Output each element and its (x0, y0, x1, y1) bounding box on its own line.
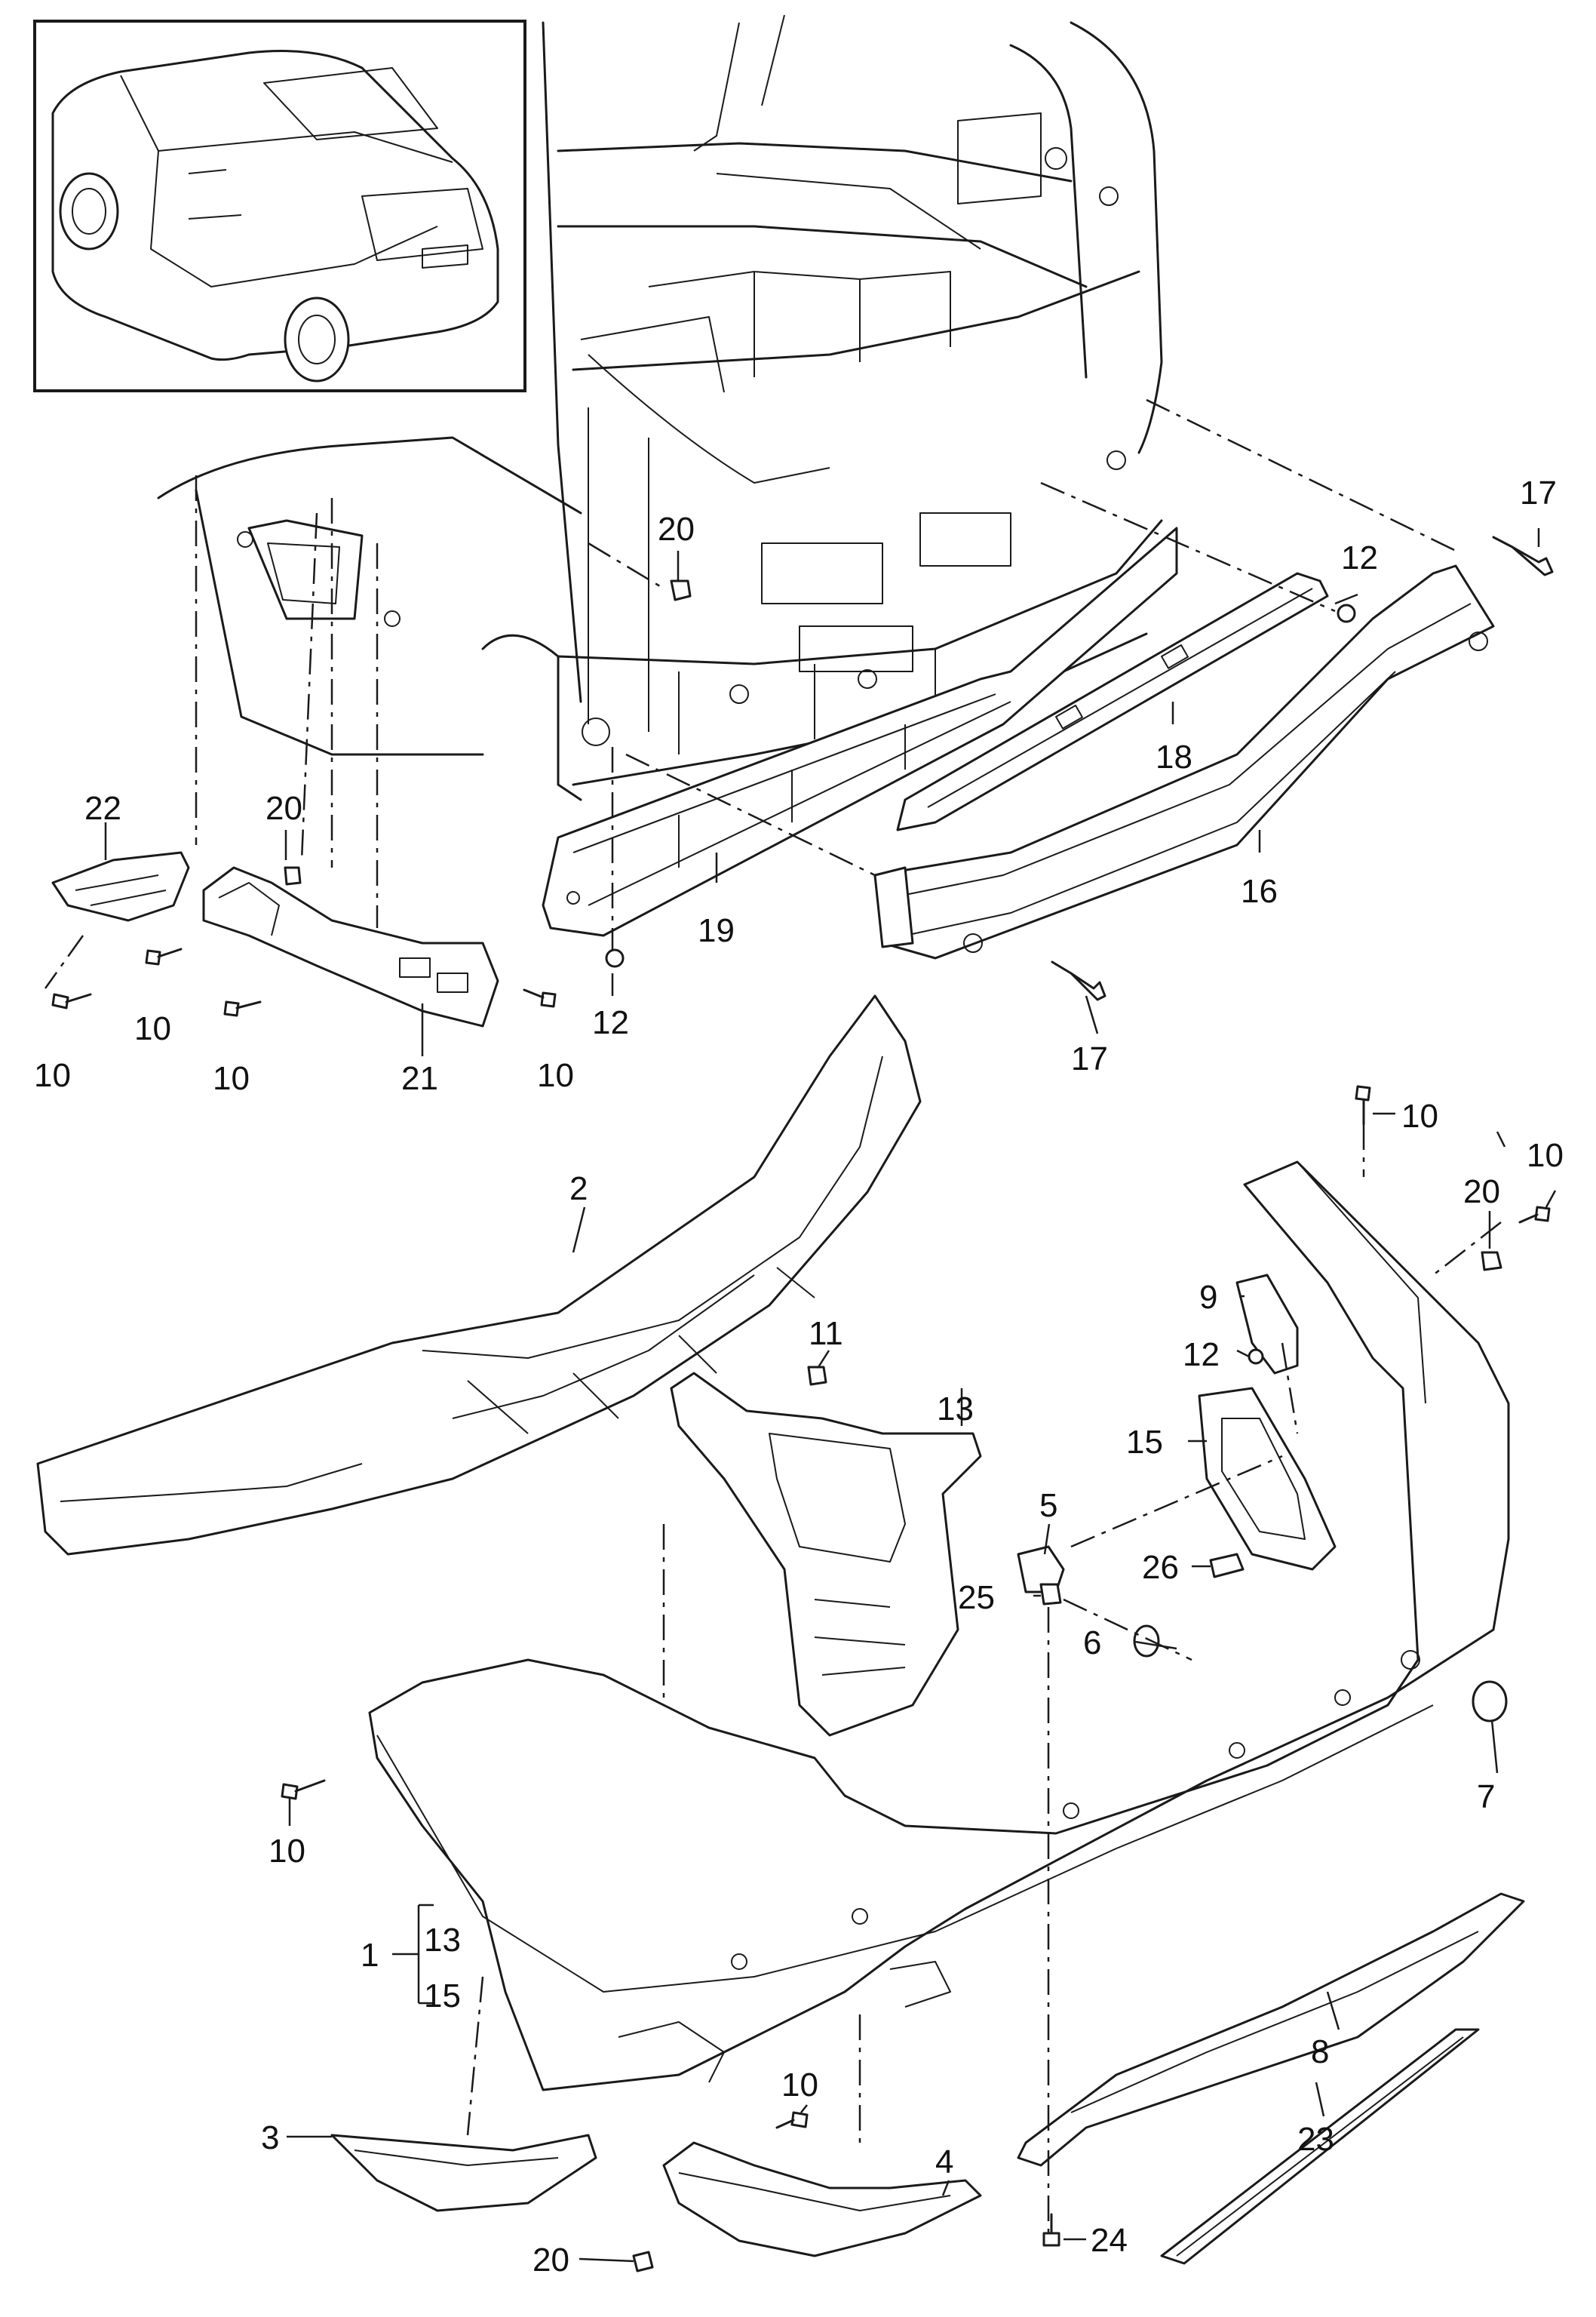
callout-10: 10 (34, 1057, 71, 1094)
callout-26: 26 (1142, 1549, 1179, 1586)
callout-17: 17 (1520, 475, 1557, 512)
callout-10: 10 (537, 1057, 574, 1094)
callout-2: 2 (569, 1170, 588, 1207)
callout-8: 8 (1311, 2033, 1329, 2070)
part-3-reflector (330, 2134, 597, 2212)
callout-13: 13 (937, 1391, 974, 1427)
callout-24: 24 (1091, 2222, 1128, 2259)
callout-21: 21 (401, 1060, 438, 1097)
callout-17: 17 (1071, 1040, 1108, 1077)
callout-10: 10 (269, 1833, 305, 1870)
callout-18: 18 (1156, 739, 1192, 776)
callout-12: 12 (1341, 539, 1378, 576)
part-18-mounting-bracket (896, 572, 1329, 831)
part-15-trim-frame (1198, 1387, 1337, 1571)
callout-11: 11 (809, 1315, 843, 1352)
callout-4: 4 (935, 2143, 953, 2180)
callout-19: 19 (698, 912, 735, 949)
part-5-sensor-holder (1017, 1545, 1065, 1593)
callout-20: 20 (533, 2242, 569, 2279)
callout-5: 5 (1039, 1487, 1057, 1524)
rear-body-structure (542, 14, 1163, 732)
alignment-lines (44, 398, 1502, 2233)
callout-10: 10 (781, 2067, 818, 2103)
part-8-diffuser (1017, 1892, 1525, 2167)
callout-3: 3 (261, 2119, 279, 2156)
callout-25: 25 (958, 1579, 995, 1616)
callout-12: 12 (592, 1004, 629, 1041)
callout-labels: 17 20 12 18 16 19 22 20 12 17 10 10 10 2… (34, 475, 1564, 2279)
callout-15: 15 (1126, 1424, 1163, 1461)
part-9-clip (1235, 1274, 1299, 1375)
callout-22: 22 (84, 790, 121, 827)
callout-10: 10 (1527, 1137, 1564, 1174)
callout-12: 12 (1183, 1336, 1220, 1373)
part-2-bumper-support (36, 994, 922, 1556)
callout-16: 16 (1241, 873, 1278, 910)
part-16-bumper-reinforcement (873, 564, 1495, 960)
part-21-support-bracket (202, 866, 499, 1028)
inset-vehicle-thumbnail (33, 20, 526, 392)
callout-15: 15 (424, 1977, 461, 2014)
callout-6: 6 (1083, 1624, 1101, 1661)
part-13-bumper-bracket (670, 1372, 982, 1737)
callout-20: 20 (1463, 1173, 1500, 1210)
callout-10: 10 (1401, 1098, 1438, 1135)
part-19-impact-absorber (542, 527, 1178, 937)
part-4-trim-piece (662, 2141, 982, 2257)
callout-20: 20 (265, 790, 302, 827)
fasteners (51, 536, 1554, 2272)
callout-7: 7 (1477, 1778, 1495, 1815)
callout-1: 1 (361, 1937, 379, 1974)
part-6-sensor-ring (1133, 1624, 1160, 1658)
callout-10: 10 (213, 1060, 250, 1097)
callout-13: 13 (424, 1922, 461, 1959)
part-1-bumper-cover (368, 1160, 1510, 2091)
rear-body-floor-panel (157, 436, 582, 801)
part-26-clip (1209, 1553, 1245, 1578)
part-23-grille-strip (1160, 2028, 1480, 2265)
part-22-guide-bracket (51, 851, 190, 922)
callout-10: 10 (134, 1010, 171, 1047)
callout-20: 20 (658, 511, 695, 548)
part-7-cap (1472, 1680, 1508, 1722)
callout-9: 9 (1199, 1279, 1217, 1316)
callout-23: 23 (1297, 2121, 1334, 2158)
leader-lines (104, 528, 1557, 2263)
